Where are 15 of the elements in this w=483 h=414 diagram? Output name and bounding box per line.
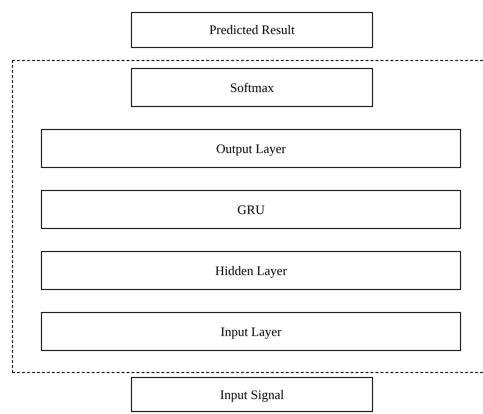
- box-label: Input Signal: [220, 386, 284, 402]
- layer-box: [131, 68, 373, 107]
- layer-box: [131, 12, 373, 48]
- layer-box: [131, 377, 373, 412]
- box-label: Predicted Result: [209, 22, 295, 38]
- layer-box: [41, 251, 461, 290]
- box-label: Input Layer: [220, 324, 282, 340]
- layer-box: [41, 129, 461, 168]
- box-label: GRU: [237, 202, 265, 218]
- layer-box: [41, 190, 461, 229]
- box-label: Softmax: [230, 80, 274, 96]
- box-label: Output Layer: [216, 140, 286, 156]
- box-label: Hidden Layer: [215, 262, 287, 278]
- layer-box: [41, 312, 461, 351]
- dashed-group-frame: [12, 60, 483, 373]
